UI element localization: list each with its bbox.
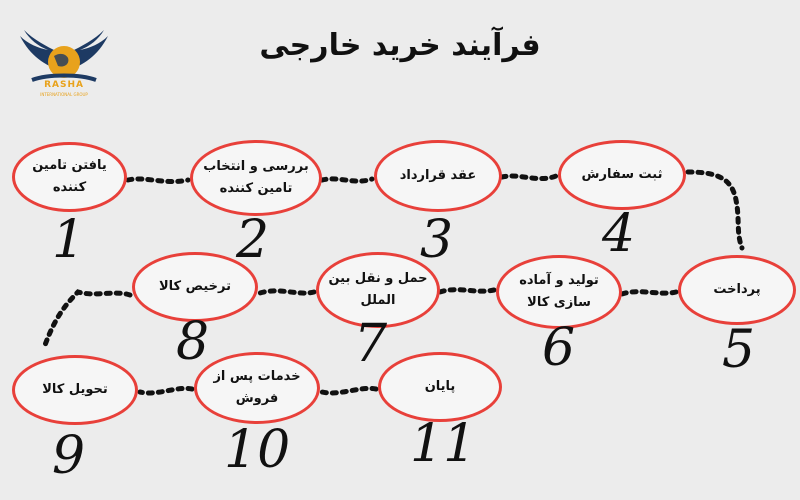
step-number-3: 3 [420,210,454,270]
connector-9-10 [137,385,195,396]
logo-brand: RASHA [44,80,84,90]
step-number-9: 9 [52,426,86,486]
connector-1-2 [125,176,191,185]
step-number-8: 8 [176,312,210,372]
step-node-9: تحویل کالا [12,355,138,425]
connector-5-6 [619,289,679,297]
step-node-4: ثبت سفارش [558,140,686,210]
connector-6-7 [437,287,497,295]
step-node-3: عقد قرارداد [374,140,502,212]
step-number-1: 1 [52,210,86,270]
step-node-6: تولید و آماده سازی کالا [496,255,622,329]
step-node-8: ترخیص کالا [132,252,258,322]
step-number-10: 10 [224,420,291,480]
step-number-11: 11 [410,414,477,474]
step-number-5: 5 [722,320,756,380]
page-title: فرآیند خرید خارجی [259,28,541,63]
connector-7-8 [257,288,317,296]
step-node-1: یافتن تامین کننده [12,142,127,212]
step-node-11: پایان [378,352,502,422]
connector-2-3 [319,176,375,184]
step-number-4: 4 [602,204,636,264]
connector-3-4 [499,173,559,182]
logo-icon [20,30,108,82]
step-node-10: خدمات پس از فروش [194,352,320,424]
step-node-2: بررسی و انتخاب تامین کننده [190,140,322,216]
step-number-7: 7 [354,314,388,374]
step-number-2: 2 [236,210,270,270]
connector-4-5 [685,169,745,251]
logo-tagline: INTERNATIONAL GROUP [40,92,88,97]
step-node-7: حمل و نقل بین الملل [316,252,440,328]
step-number-6: 6 [542,318,576,378]
connector-10-11 [319,385,379,396]
connector-8-9 [42,289,133,348]
step-node-5: پرداخت [678,255,796,325]
